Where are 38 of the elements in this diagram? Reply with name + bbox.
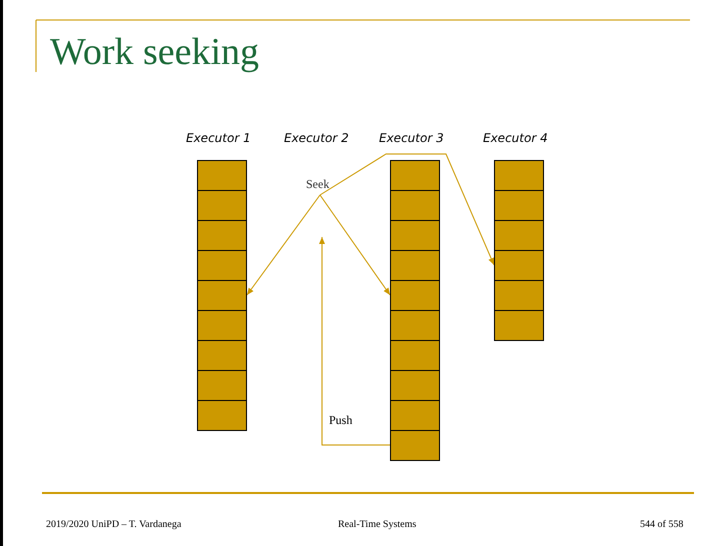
column-heading: Executor 4	[483, 131, 548, 145]
queue-slot	[197, 400, 247, 431]
seek-label: Seek	[306, 177, 330, 192]
column-heading: Executor 1	[186, 131, 251, 145]
queue-slot	[390, 430, 440, 461]
arrow	[320, 154, 494, 266]
queue-slot	[494, 280, 544, 311]
queue-slot	[390, 250, 440, 281]
queue-slot	[390, 220, 440, 251]
queue-slot	[197, 310, 247, 341]
footer-text: 2019/2020 UniPD – T. Vardanega	[46, 519, 182, 530]
queue-slot	[390, 400, 440, 431]
queue-slot	[494, 250, 544, 281]
queue-slot	[390, 310, 440, 341]
queue-slot	[494, 310, 544, 341]
arrow	[246, 194, 320, 296]
queue-slot	[197, 250, 247, 281]
queue-slot	[390, 190, 440, 221]
page-number: 544 of 558	[640, 519, 684, 530]
slide-title: Work seeking	[50, 30, 260, 74]
queue-slot	[494, 190, 544, 221]
column-heading: Executor 3	[379, 131, 444, 145]
queue-slot	[390, 340, 440, 371]
queue-slot	[197, 160, 247, 191]
queue-slot	[494, 220, 544, 251]
queue-slot	[197, 370, 247, 401]
column-heading: Executor 2	[284, 131, 349, 145]
queue-slot	[494, 160, 544, 191]
arrow	[320, 194, 390, 296]
queue-slot	[390, 280, 440, 311]
arrow	[319, 236, 390, 446]
queue-slot	[390, 160, 440, 191]
queue-slot	[197, 220, 247, 251]
queue-slot	[197, 190, 247, 221]
queue-slot	[197, 280, 247, 311]
queue-slot	[197, 340, 247, 371]
queue-slot	[390, 370, 440, 401]
footer-text: Real-Time Systems	[338, 519, 416, 530]
